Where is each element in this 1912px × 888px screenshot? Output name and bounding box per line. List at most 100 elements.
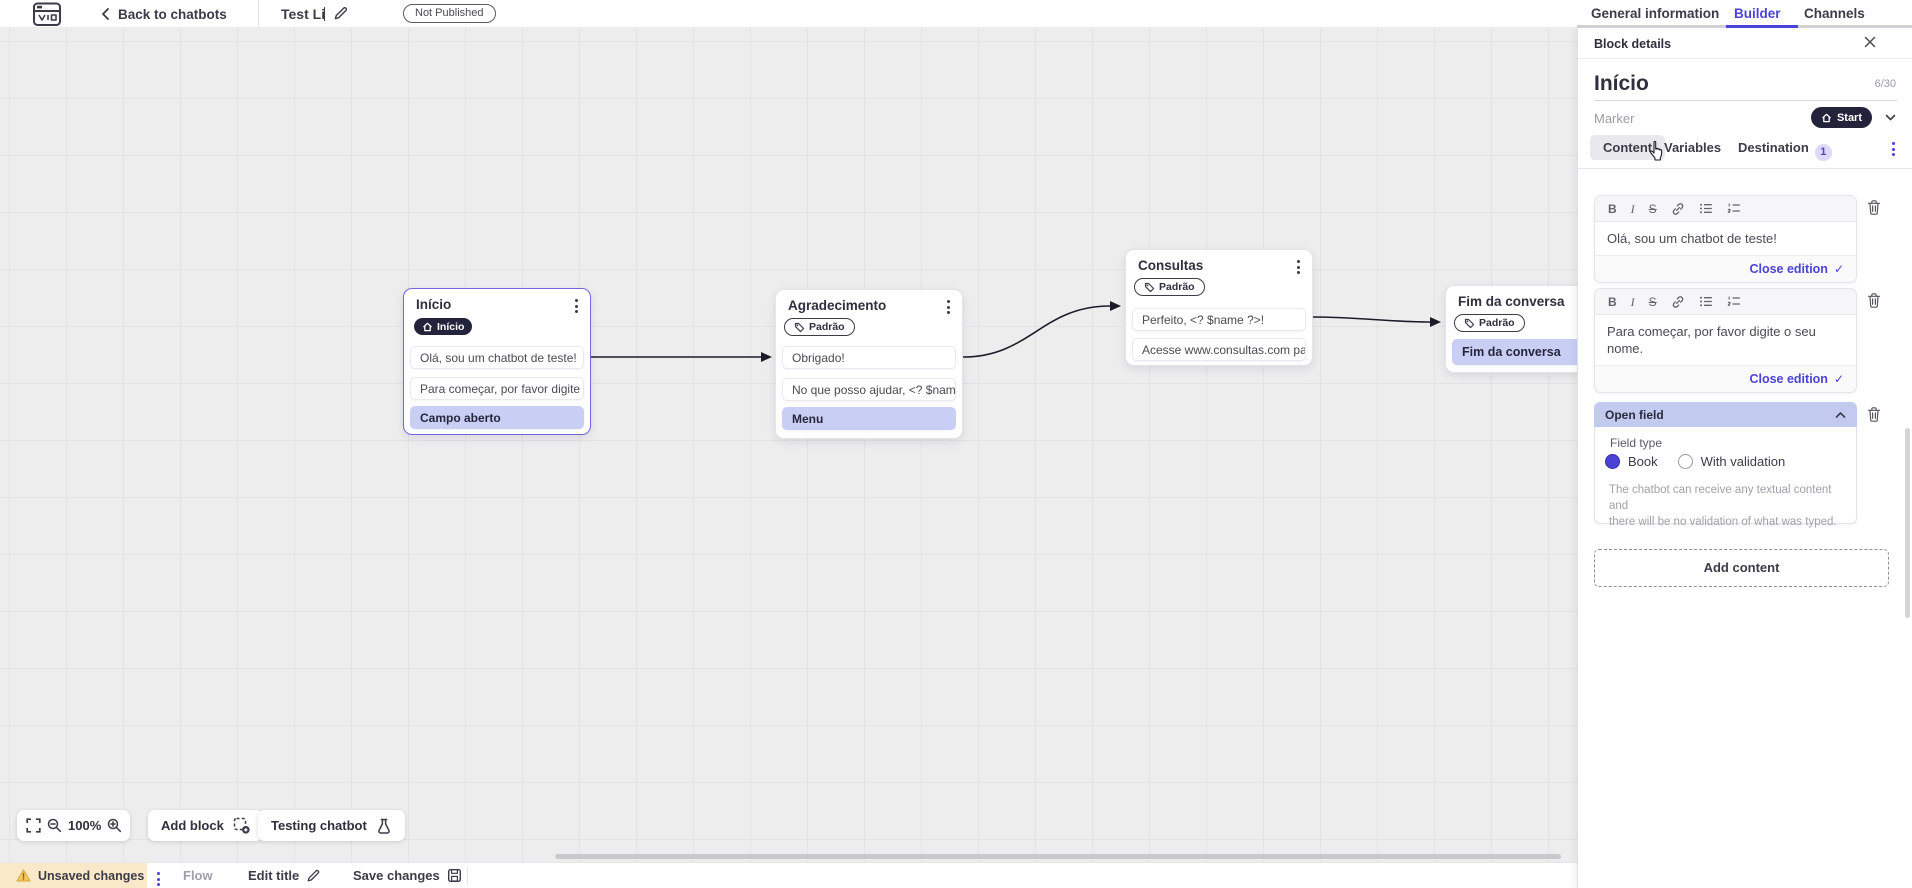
italic-icon[interactable]: I xyxy=(1630,201,1635,216)
italic-icon[interactable]: I xyxy=(1630,294,1635,309)
tag-icon xyxy=(794,322,805,332)
unsaved-changes-indicator: Unsaved changes xyxy=(0,863,147,888)
strikethrough-icon[interactable]: S xyxy=(1648,294,1657,309)
block-menu-kebab-icon[interactable] xyxy=(1295,258,1302,276)
bullet-list-icon[interactable] xyxy=(1699,295,1713,308)
panel-tab-content[interactable]: Content xyxy=(1590,135,1666,160)
tag-icon xyxy=(1144,282,1155,292)
panel-title: Block details xyxy=(1594,37,1672,51)
builder-tab-underline xyxy=(1726,25,1798,28)
edit-title-pencil-icon[interactable] xyxy=(333,5,349,21)
zoom-level: 100% xyxy=(68,818,102,833)
open-field-header[interactable]: Open field xyxy=(1594,402,1857,427)
add-block-icon xyxy=(233,817,250,834)
text-caret xyxy=(324,7,325,21)
flask-icon xyxy=(376,818,392,834)
panel-scrollbar[interactable] xyxy=(1905,428,1910,618)
block-marker-badge: Padrão xyxy=(1134,278,1205,296)
panel-divider xyxy=(1578,58,1912,59)
statusbar-kebab-icon[interactable] xyxy=(155,870,162,888)
editor-toolbar: B I S xyxy=(1595,196,1856,222)
radio-book[interactable] xyxy=(1605,454,1620,469)
block-card[interactable]: Para começar, por favor digite o ... xyxy=(410,377,584,400)
numbered-list-icon[interactable] xyxy=(1727,202,1741,215)
chatbot-title[interactable]: Test Li xyxy=(281,6,326,22)
message-text[interactable]: Para começar, por favor digite o seu nom… xyxy=(1607,324,1816,356)
block-card-menu[interactable]: Menu xyxy=(782,407,956,430)
topbar: Back to chatbots Test Li Not Published G… xyxy=(0,0,1912,28)
tab-channels[interactable]: Channels xyxy=(1804,6,1865,21)
block-card[interactable]: Olá, sou um chatbot de teste! xyxy=(410,346,584,369)
strikethrough-icon[interactable]: S xyxy=(1648,201,1657,216)
flow-block-inicio[interactable]: Início Início Olá, sou um chatbot de tes… xyxy=(403,288,591,435)
message-text[interactable]: Olá, sou um chatbot de teste! xyxy=(1607,231,1777,246)
home-icon xyxy=(1821,113,1831,122)
home-icon xyxy=(423,322,432,331)
add-block-button[interactable]: Add block xyxy=(148,810,263,841)
testing-chatbot-button[interactable]: Testing chatbot xyxy=(258,810,405,841)
tab-builder[interactable]: Builder xyxy=(1734,6,1781,21)
edit-title-button[interactable]: Edit title xyxy=(248,868,321,883)
flow-block-consultas[interactable]: Consultas Padrão Perfeito, <? $name ?>! … xyxy=(1125,249,1313,366)
tab-general-information[interactable]: General information xyxy=(1591,6,1720,21)
character-counter: 6/30 xyxy=(1874,78,1896,90)
back-to-chatbots-button[interactable]: Back to chatbots xyxy=(100,0,227,28)
block-marker-badge: Padrão xyxy=(1454,314,1525,332)
zoom-in-icon[interactable] xyxy=(107,818,122,833)
tag-icon xyxy=(1464,318,1475,328)
bullet-list-icon[interactable] xyxy=(1699,202,1713,215)
flow-connectors xyxy=(591,301,1441,362)
back-label: Back to chatbots xyxy=(118,6,227,22)
panel-options-kebab-icon[interactable] xyxy=(1890,140,1897,158)
block-card-open-field[interactable]: Campo aberto xyxy=(410,406,584,429)
chevron-down-icon[interactable] xyxy=(1885,114,1896,122)
input-underline xyxy=(1594,100,1897,101)
add-content-button[interactable]: Add content xyxy=(1594,549,1889,587)
block-card[interactable]: Acesse www.consultas.com par... xyxy=(1132,338,1306,361)
zoom-out-icon[interactable] xyxy=(47,818,62,833)
flow-block-agradecimento[interactable]: Agradecimento Padrão Obrigado! No que po… xyxy=(775,289,963,439)
bold-icon[interactable]: B xyxy=(1608,201,1617,216)
chevron-up-icon xyxy=(1835,411,1846,419)
block-title: Fim da conversa xyxy=(1458,294,1565,309)
marker-label: Marker xyxy=(1594,111,1635,126)
field-type-options: Book With validation xyxy=(1605,454,1797,469)
status-badge: Not Published xyxy=(403,4,496,23)
block-card[interactable]: Obrigado! xyxy=(782,346,956,369)
close-panel-icon[interactable] xyxy=(1863,35,1877,49)
bold-icon[interactable]: B xyxy=(1608,294,1617,309)
delete-content-icon[interactable] xyxy=(1866,199,1882,216)
flow-breadcrumb[interactable]: Flow xyxy=(183,868,213,883)
link-icon[interactable] xyxy=(1671,295,1685,309)
canvas-horizontal-scrollbar[interactable] xyxy=(555,854,1561,859)
block-menu-kebab-icon[interactable] xyxy=(573,297,580,315)
message-editor-2: B I S Para começar, por favor digite o s… xyxy=(1594,288,1857,393)
block-menu-kebab-icon[interactable] xyxy=(945,298,952,316)
radio-with-validation[interactable] xyxy=(1677,454,1693,469)
block-card[interactable]: Perfeito, <? $name ?>! xyxy=(1132,308,1306,331)
numbered-list-icon[interactable] xyxy=(1727,295,1741,308)
link-icon[interactable] xyxy=(1671,202,1685,216)
fit-screen-icon[interactable] xyxy=(26,818,41,833)
pencil-icon xyxy=(306,868,321,883)
marker-select[interactable]: Start xyxy=(1810,107,1872,128)
panel-tab-variables[interactable]: Variables xyxy=(1664,140,1722,155)
zoom-toolbar: 100% xyxy=(17,810,130,841)
close-edition-button[interactable]: Close edition ✓ xyxy=(1595,255,1856,282)
block-card[interactable]: No que posso ajudar, <? $name ... xyxy=(782,378,956,401)
open-field-body: Field type Book With validation The chat… xyxy=(1594,427,1857,528)
close-edition-button[interactable]: Close edition ✓ xyxy=(1595,365,1856,392)
block-name-input[interactable]: Início xyxy=(1594,72,1649,95)
delete-content-icon[interactable] xyxy=(1866,292,1882,309)
panel-tabs-divider xyxy=(1578,168,1912,169)
destination-count-badge: 1 xyxy=(1814,144,1832,161)
delete-open-field-icon[interactable] xyxy=(1866,406,1882,423)
open-field-section: Open field Field type Book With validati… xyxy=(1594,402,1857,528)
check-icon: ✓ xyxy=(1833,262,1844,276)
block-marker-badge: Início xyxy=(414,318,473,335)
back-chevron-icon xyxy=(100,7,110,21)
block-title: Agradecimento xyxy=(788,298,887,313)
block-marker-badge: Padrão xyxy=(784,318,855,336)
save-changes-button[interactable]: Save changes xyxy=(353,868,462,883)
